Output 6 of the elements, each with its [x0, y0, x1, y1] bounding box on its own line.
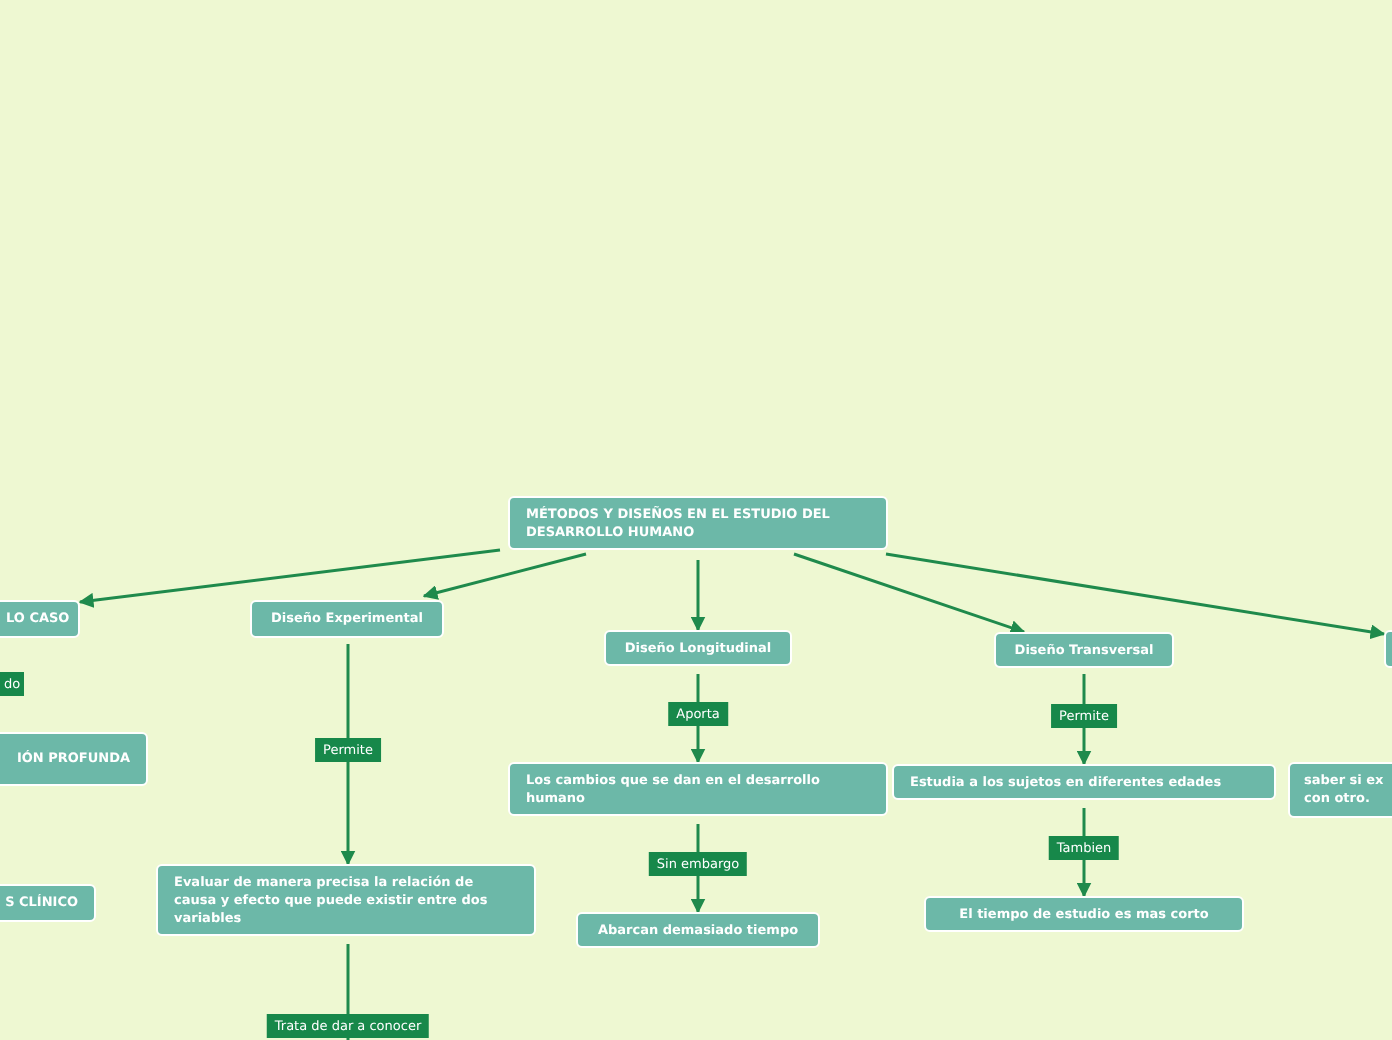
arrow	[690, 560, 706, 632]
arrow	[793, 552, 1026, 635]
arrow	[885, 552, 1386, 640]
arrow	[422, 552, 587, 600]
arrow	[78, 548, 501, 608]
arrow	[340, 644, 356, 866]
